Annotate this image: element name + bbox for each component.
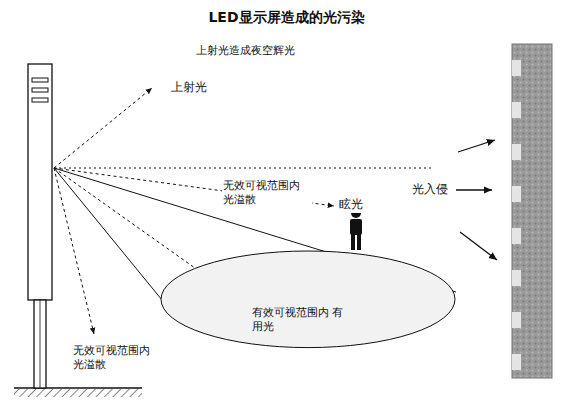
ground-hatch (14, 389, 142, 397)
window (512, 102, 521, 118)
display-slot (32, 88, 48, 92)
annotation-label: 眩光 (338, 197, 364, 213)
spill-ray (54, 168, 94, 334)
viewing-area-ellipse: 有效可视范围内 有用光 (160, 250, 456, 349)
display-slot (32, 98, 48, 102)
window (512, 228, 521, 244)
ellipse-shape (161, 251, 455, 348)
window (512, 60, 521, 76)
horizontal-line (54, 168, 432, 169)
intrusion-arrow (456, 189, 492, 190)
window (512, 270, 521, 286)
building-wall (512, 44, 552, 378)
person-figure (350, 208, 362, 250)
building-windows (512, 60, 521, 370)
annotation-label: 无效可视范围内 光溢散 (222, 179, 312, 208)
annotation-label: 光入侵 (411, 182, 449, 198)
intrusion-arrow (460, 232, 497, 260)
window (512, 144, 521, 160)
led-display (28, 64, 52, 300)
pole (34, 300, 46, 388)
annotation-label: 上射光 (170, 80, 208, 96)
pole-line (40, 300, 41, 388)
window (512, 354, 521, 370)
window (512, 186, 521, 202)
ground-line (14, 387, 142, 389)
intrusion-arrow (458, 140, 495, 152)
uplight-ray (54, 88, 152, 168)
window (512, 312, 521, 328)
title: LED显示屏造成的光污染 (0, 8, 573, 26)
annotation-label: 无效可视范围内 光溢散 (72, 344, 162, 373)
annotation-label: 上射光造成夜空辉光 (195, 44, 296, 58)
area-text: 有效可视范围内 有用光 (252, 306, 344, 335)
display-slot (32, 78, 48, 82)
ellipse-outline (160, 250, 456, 349)
